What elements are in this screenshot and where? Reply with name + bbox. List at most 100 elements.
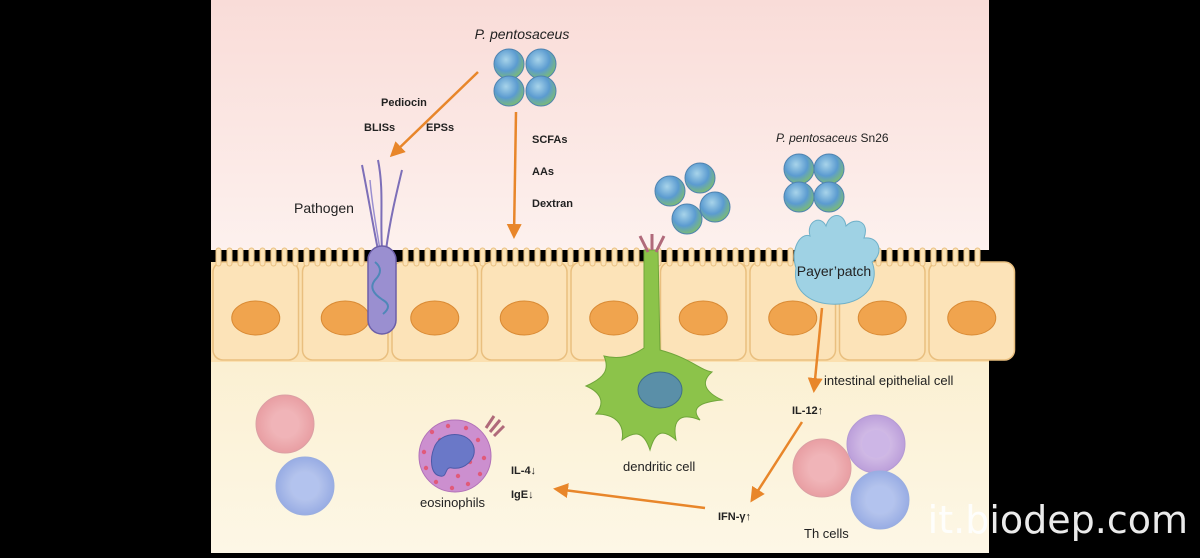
epithelial-cell [928, 261, 1016, 361]
epithelial-cell [212, 261, 300, 361]
label-eosinophils: eosinophils [420, 495, 486, 510]
bacterium-coccus [525, 75, 557, 107]
label-pp-sn26-strain: Sn26 [857, 131, 889, 145]
label-intestinal-epithelial-cell: intestinal epithelial cell [824, 373, 953, 388]
microvillus [435, 247, 442, 267]
microvillus [765, 247, 772, 267]
microvillus [578, 247, 585, 267]
bacterium-coccus [493, 75, 525, 107]
microvillus [963, 247, 970, 267]
bacterium-coccus [684, 162, 716, 194]
arrow-to-epithelium [506, 111, 522, 239]
label-bliss: BLISs [364, 122, 395, 134]
microvillus [941, 247, 948, 267]
microvillus [633, 247, 640, 267]
microvillus [347, 247, 354, 267]
payers-patch [793, 215, 880, 305]
microvillus [336, 247, 343, 267]
granule [465, 481, 471, 487]
microvillus [501, 247, 508, 267]
granule [433, 479, 439, 485]
granule [449, 485, 455, 491]
microvillus [468, 247, 475, 267]
microvillus [589, 247, 596, 267]
microvillus [611, 247, 618, 267]
microvillus [402, 247, 409, 267]
left-black-bar [0, 0, 211, 553]
label-ifn-gamma: IFN-γ↑ [718, 511, 751, 523]
microvillus [556, 247, 563, 267]
label-scfas: SCFAs [532, 134, 567, 146]
arrow-to-il12 [807, 307, 824, 393]
microvillus [226, 247, 233, 267]
microvillus [237, 247, 244, 267]
arrows [389, 71, 824, 510]
microvillus [754, 247, 761, 267]
right-black-bar [989, 0, 1200, 553]
bacterium-coccus [493, 48, 525, 80]
microvillus [512, 247, 519, 267]
microvillus [270, 247, 277, 267]
immune-cells [255, 394, 910, 530]
microvillus [215, 247, 222, 267]
microvillus [534, 247, 541, 267]
microvillus [897, 247, 904, 267]
bacterium-coccus [671, 203, 703, 235]
microvillus [523, 247, 530, 267]
label-pp-title: P. pentosaceus [475, 26, 570, 42]
bacterium-coccus [699, 191, 731, 223]
pathogen-cell [361, 159, 403, 335]
microvillus [743, 247, 750, 267]
microvillus [919, 247, 926, 267]
bacterium-coccus [783, 181, 815, 213]
lumen-background [211, 0, 989, 250]
microvillus [622, 247, 629, 267]
microvillus [688, 247, 695, 267]
epithelial-cell [301, 261, 389, 361]
microvillus [545, 247, 552, 267]
eosinophil-cell [418, 415, 506, 493]
microvillus [732, 247, 739, 267]
dendritic-cell [584, 234, 724, 452]
granule [475, 437, 481, 443]
microvillus [303, 247, 310, 267]
microvillus [248, 247, 255, 267]
granule [477, 471, 483, 477]
bacterium-coccus [783, 153, 815, 185]
epithelial-cell [480, 261, 568, 361]
label-ige: IgE↓ [511, 489, 534, 501]
microvillus [666, 247, 673, 267]
bacterium-coccus [654, 175, 686, 207]
microvillus [787, 247, 794, 267]
label-th-cells: Th cells [804, 526, 849, 541]
granule [445, 423, 451, 429]
microvillus [457, 247, 464, 267]
microvillus [281, 247, 288, 267]
microvillus [479, 247, 486, 267]
granule [421, 449, 427, 455]
label-aas: AAs [532, 166, 554, 178]
microvillus [776, 247, 783, 267]
arrow-to-pathogen [389, 71, 479, 158]
label-dextran: Dextran [532, 198, 573, 210]
label-pp-sn26: P. pentosaceus Sn26 [776, 131, 889, 145]
label-dendritic-cell: dendritic cell [623, 459, 695, 474]
granule [429, 429, 435, 435]
microvillus [974, 247, 981, 267]
microvillus [259, 247, 266, 267]
granule [455, 473, 461, 479]
watermark-text: it.biodep.com [928, 498, 1188, 542]
microvillus [413, 247, 420, 267]
microvillus [567, 247, 574, 267]
microvillus [710, 247, 717, 267]
label-epss: EPSs [426, 122, 454, 134]
microvillus [292, 247, 299, 267]
granule [423, 465, 429, 471]
microvillus [325, 247, 332, 267]
label-pediocin: Pediocin [381, 97, 427, 109]
microvillus [600, 247, 607, 267]
granule [481, 455, 487, 461]
microvillus [952, 247, 959, 267]
microvillus [721, 247, 728, 267]
